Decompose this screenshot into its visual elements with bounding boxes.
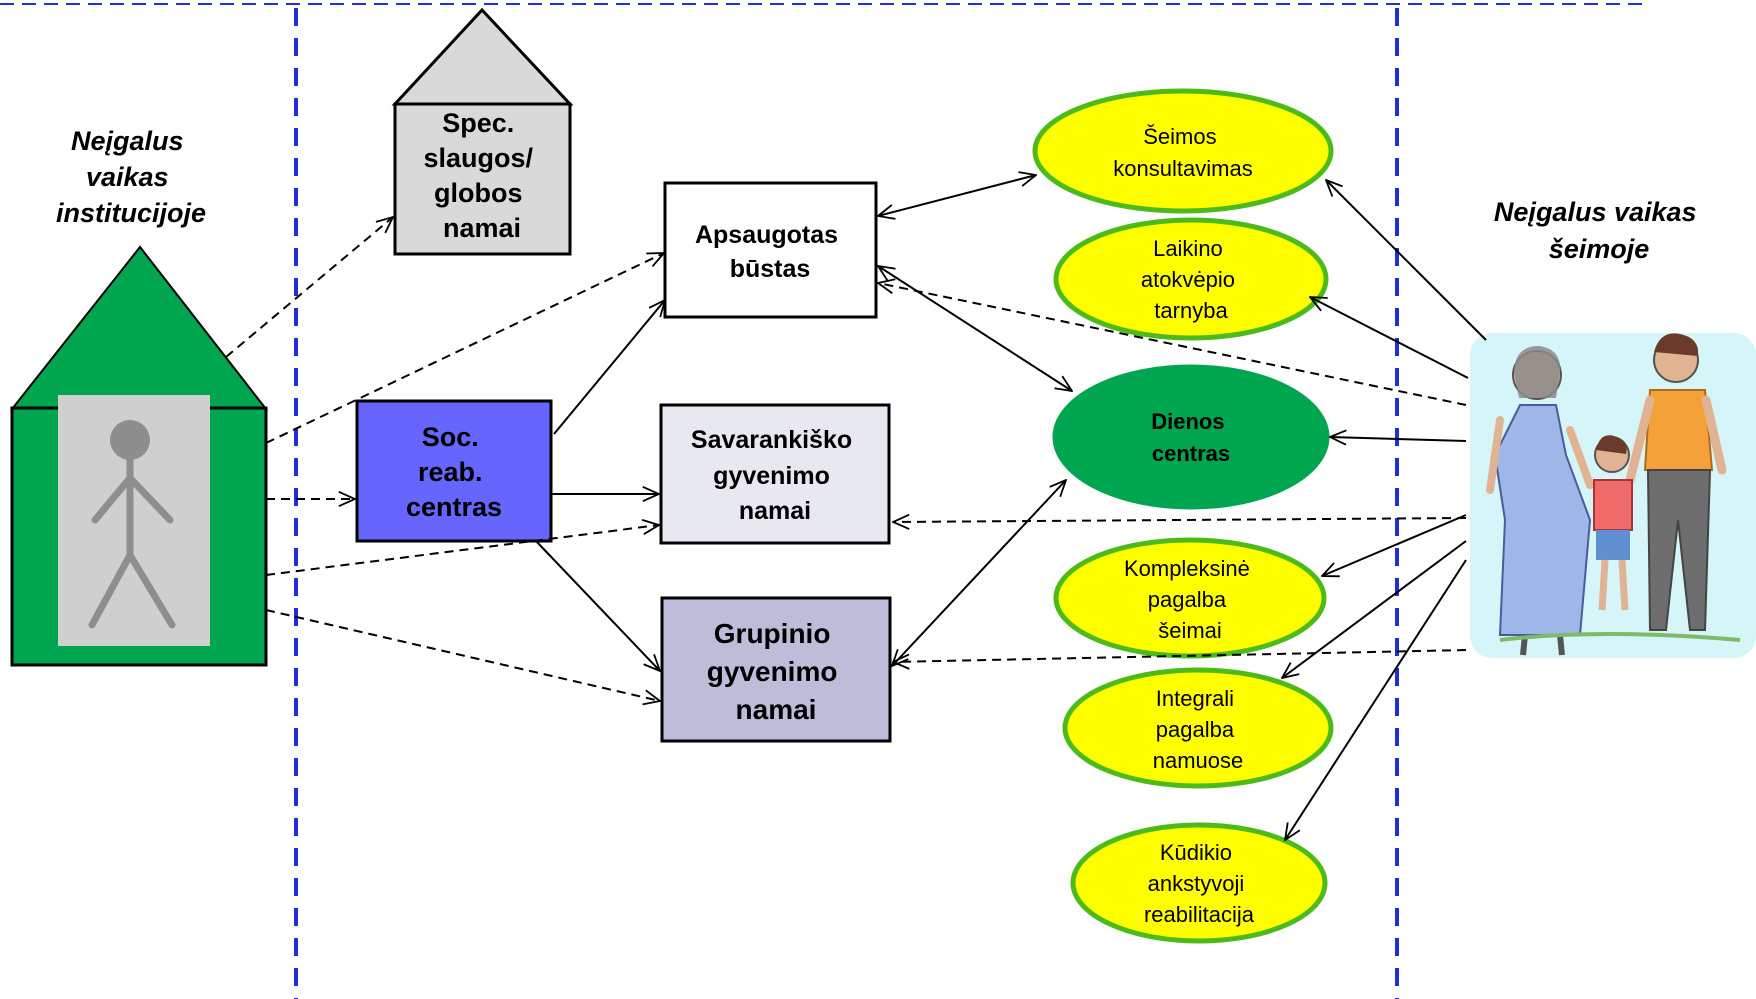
arrow-family-integrali [1282,540,1467,678]
institution-house-icon [9,245,269,667]
spec-roof [391,7,574,106]
grupinio-namai: Grupinio gyvenimo namai [660,596,892,743]
arrow-inst-apsaugotas [265,253,664,444]
arrow-inst-grupinio [265,609,660,701]
soc-box [355,399,553,543]
grupinio-label: Grupinio gyvenimo namai [707,618,845,725]
arrow-family-grupinio [893,649,1467,662]
arrows-solid-soc [535,300,665,671]
family-drawing-icon [1470,333,1756,658]
service-dienos: Dienos centras [1052,364,1330,510]
savarankisko-namai: Savarankiško gyvenimo namai [659,403,891,545]
service-laikino: Laikino atokvėpio tarnyba [1053,217,1329,341]
arrow-family-kudikio [1285,559,1467,840]
stick-figure-icon [88,420,176,629]
arrows-dashed-family [878,283,1467,662]
savarankisko-box [659,403,891,545]
heading-right: Neįgalus vaikas šeimoje [1494,197,1704,264]
apsaugotas-box [663,181,878,319]
arrow-inst-savarankisko [265,525,659,576]
grupinio-box [660,596,892,743]
arrow-family-dienos [1330,437,1467,441]
soc-label: Soc. reab. centras [406,422,502,522]
arrow-family-seimos [1326,180,1487,341]
arrow-family-savarankisko [893,518,1467,522]
house-roof [9,245,269,410]
kudikio-ellipse [1070,822,1328,944]
soc-reab-center: Soc. reab. centras [355,399,553,543]
service-kudikio: Kūdikio ankstyvoji reabilitacija [1070,822,1328,944]
integrali-label: Integrali pagalba namuose [1153,686,1244,773]
apsaugotas-label: Apsaugotas būstas [695,221,845,283]
kudikio-label: Kūdikio ankstyvoji reabilitacija [1144,840,1255,927]
spec-care-home: Spec. slaugos/ globos namai [391,7,574,256]
seimos-ellipse [1032,88,1334,214]
arrow-family-laikino [1310,297,1469,379]
divider-lines [0,3,1650,999]
heading-left: Neįgalus vaikas institucijoje [56,126,206,228]
arrow-family-apsaugotas [878,283,1467,406]
apsaugotas-bustas: Apsaugotas būstas [663,181,878,319]
arrow-inst-spec [225,217,393,358]
service-kompleksine: Kompleksinė pagalba šeimai [1053,537,1327,659]
spec-label: Spec. slaugos/ globos namai [423,108,540,243]
dienos-ellipse [1052,364,1330,510]
service-integrali: Integrali pagalba namuose [1062,667,1334,789]
arrow-family-kompleksine [1322,514,1467,576]
dienos-label: Dienos centras [1151,409,1230,466]
integrali-ellipse [1062,667,1334,789]
service-seimos: Šeimos konsultavimas [1032,88,1334,214]
arrow-apsaugotas-dienos [878,266,1072,391]
kompleksine-label: Kompleksinė pagalba šeimai [1124,556,1256,643]
arrows-dashed-institution [225,217,664,701]
arrows-solid-family [1282,180,1487,840]
arrow-grupinio-dienos [892,480,1066,666]
arrows-double [878,175,1072,666]
spec-box [393,102,572,256]
savarankisko-label: Savarankiško gyvenimo namai [691,426,859,525]
arrow-soc-apsaugotas [553,300,665,435]
laikino-label: Laikino atokvėpio tarnyba [1141,236,1241,323]
arrow-apsaugotas-seimos [878,175,1036,216]
arrow-soc-grupinio [535,540,660,671]
seimos-label: Šeimos konsultavimas [1113,124,1252,181]
